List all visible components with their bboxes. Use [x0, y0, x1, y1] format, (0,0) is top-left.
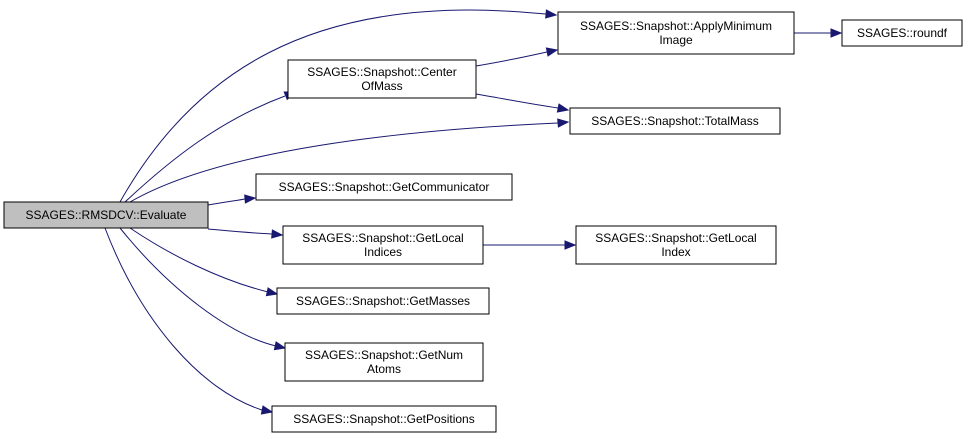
edge-evaluate-to-get-communicator	[207, 198, 246, 206]
node-label-line: SSAGES::Snapshot::GetLocal	[595, 231, 756, 245]
edge-evaluate-to-get-masses	[129, 227, 269, 293]
arrowhead-total-mass	[557, 118, 570, 128]
node-box	[569, 107, 781, 135]
node-total-mass[interactable]: SSAGES::Snapshot::TotalMass	[569, 107, 781, 135]
node-label-line: OfMass	[361, 79, 402, 93]
node-box	[557, 11, 795, 55]
arrowhead-get-communicator	[244, 194, 257, 204]
arrowhead-apply-min-image	[545, 9, 558, 19]
edge-center-of-mass-to-total-mass	[475, 93, 559, 109]
arrowhead-get-masses	[265, 287, 279, 297]
node-label-line: Image	[659, 33, 693, 47]
node-box	[276, 287, 490, 315]
node-get-positions[interactable]: SSAGES::Snapshot::GetPositions	[271, 405, 497, 433]
node-evaluate[interactable]: SSAGES::RMSDCV::Evaluate	[3, 201, 209, 229]
edge-evaluate-to-total-mass	[129, 122, 559, 203]
arrowhead-get-local-index	[564, 240, 577, 250]
edge-evaluate-to-center-of-mass	[124, 95, 286, 203]
node-label-line: Indices	[364, 245, 402, 259]
nodes-layer: SSAGES::RMSDCV::EvaluateSSAGES::Snapshot…	[3, 11, 963, 433]
edge-evaluate-to-apply-min-image	[119, 9, 547, 203]
node-label-line: SSAGES::Snapshot::Center	[307, 65, 456, 79]
node-label-line: SSAGES::Snapshot::TotalMass	[591, 114, 758, 128]
node-box	[284, 342, 484, 382]
node-label-line: Atoms	[367, 362, 401, 376]
edge-evaluate-to-get-local-indices	[207, 228, 273, 235]
node-label-line: SSAGES::Snapshot::GetLocal	[302, 231, 463, 245]
arrowhead-apply-min-image	[545, 47, 559, 57]
edge-evaluate-to-get-num-atoms	[119, 227, 277, 347]
edge-center-of-mass-to-apply-min-image	[475, 51, 548, 67]
arrowhead-get-positions	[260, 405, 274, 415]
edges-layer	[104, 9, 843, 415]
node-label-line: SSAGES::Snapshot::GetMasses	[296, 294, 470, 308]
node-label-line: SSAGES::Snapshot::GetCommunicator	[279, 180, 490, 194]
arrowhead-get-local-indices	[271, 229, 284, 239]
arrowhead-total-mass	[556, 103, 570, 113]
arrowhead-roundf	[830, 28, 843, 38]
node-box	[841, 19, 963, 47]
node-get-communicator[interactable]: SSAGES::Snapshot::GetCommunicator	[255, 173, 513, 201]
edge-evaluate-to-get-positions	[104, 227, 263, 411]
node-box	[255, 173, 513, 201]
node-box	[3, 201, 209, 229]
node-label-line: SSAGES::RMSDCV::Evaluate	[26, 208, 187, 222]
node-roundf[interactable]: SSAGES::roundf	[841, 19, 963, 47]
arrowhead-get-num-atoms	[273, 341, 287, 351]
node-label-line: SSAGES::Snapshot::GetNum	[305, 348, 463, 362]
node-get-masses[interactable]: SSAGES::Snapshot::GetMasses	[276, 287, 490, 315]
node-box	[282, 225, 484, 265]
node-label-line: SSAGES::Snapshot::GetPositions	[293, 412, 474, 426]
node-label-line: SSAGES::Snapshot::ApplyMinimum	[580, 19, 772, 33]
node-box	[575, 225, 777, 265]
node-box	[271, 405, 497, 433]
node-label-line: SSAGES::roundf	[857, 26, 948, 40]
node-label-line: Index	[661, 245, 690, 259]
node-box	[287, 59, 477, 99]
